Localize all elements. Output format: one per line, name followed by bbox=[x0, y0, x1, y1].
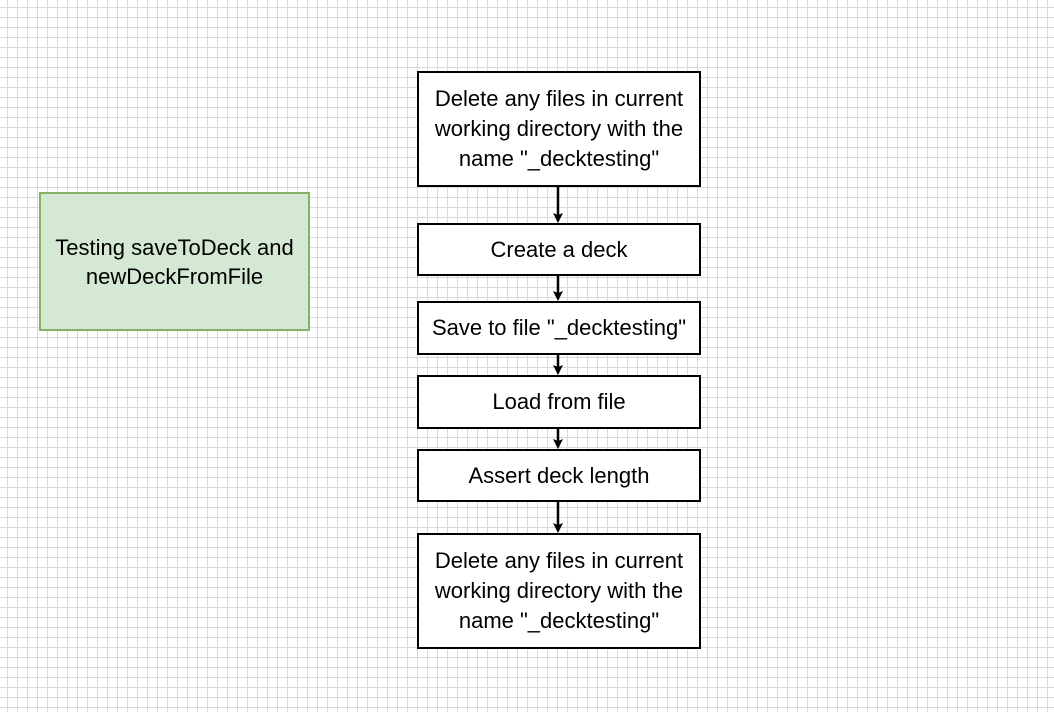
step-label: Delete any files in current working dire… bbox=[434, 86, 684, 171]
step-delete-files-start[interactable]: Delete any files in current working dire… bbox=[417, 71, 701, 187]
step-label: Assert deck length bbox=[468, 462, 650, 488]
description-note[interactable]: Testing saveToDeck and newDeckFromFile bbox=[39, 192, 310, 331]
step-delete-files-end[interactable]: Delete any files in current working dire… bbox=[417, 533, 701, 649]
step-label: Create a deck bbox=[490, 236, 628, 262]
step-label: Save to file "_decktesting" bbox=[431, 315, 687, 340]
description-note-text: Testing saveToDeck and newDeckFromFile bbox=[55, 234, 294, 289]
step-load-from-file[interactable]: Load from file bbox=[417, 375, 701, 429]
step-assert-deck-length[interactable]: Assert deck length bbox=[417, 449, 701, 502]
step-label: Delete any files in current working dire… bbox=[434, 548, 684, 633]
step-save-to-file[interactable]: Save to file "_decktesting" bbox=[417, 301, 701, 355]
step-label: Load from file bbox=[492, 389, 626, 414]
step-create-deck[interactable]: Create a deck bbox=[417, 223, 701, 276]
